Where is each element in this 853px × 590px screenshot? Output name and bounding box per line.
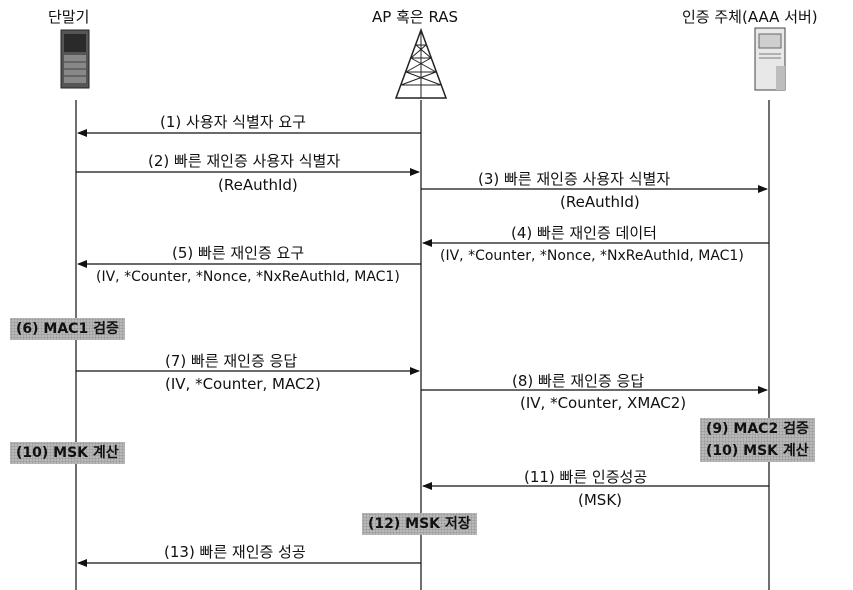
msg-7-label: (7) 빠른 재인증 응답 (165, 352, 298, 370)
msg-13-label: (13) 빠른 재인증 성공 (164, 543, 306, 561)
msg-8-label: (8) 빠른 재인증 응답 (512, 372, 645, 390)
actor-auth-label: 인증 주체(AAA 서버) (682, 8, 818, 26)
actor-terminal-label: 단말기 (48, 8, 90, 26)
msg-2-sub: (ReAuthId) (218, 176, 298, 194)
msg-4-label: (4) 빠른 재인증 데이터 (511, 224, 657, 242)
msg-11-label: (11) 빠른 인증성공 (524, 468, 648, 486)
msg-5-label: (5) 빠른 재인증 요구 (172, 244, 305, 262)
msg-4-sub: (IV, *Counter, *Nonce, *NxReAuthId, MAC1… (440, 248, 744, 264)
msg-11-sub: (MSK) (578, 491, 623, 509)
step-10-auth-box: (10) MSK 계산 (700, 440, 815, 462)
msg-8-sub: (IV, *Counter, XMAC2) (520, 394, 687, 412)
phone-icon (60, 29, 90, 89)
step-9-box: (9) MAC2 검증 (700, 418, 815, 440)
msg-3-label: (3) 빠른 재인증 사용자 식별자 (478, 170, 671, 188)
step-10-terminal-box: (10) MSK 계산 (10, 442, 125, 464)
step-6-box: (6) MAC1 검증 (10, 318, 125, 340)
msg-1-label: (1) 사용자 식별자 요구 (160, 113, 306, 131)
step-12-box: (12) MSK 저장 (362, 513, 477, 535)
msg-7-sub: (IV, *Counter, MAC2) (165, 375, 321, 393)
msg-2-label: (2) 빠른 재인증 사용자 식별자 (148, 152, 341, 170)
msg-5-sub: (IV, *Counter, *Nonce, *NxReAuthId, MAC1… (96, 269, 400, 285)
msg-3-sub: (ReAuthId) (560, 193, 640, 211)
actor-ap-label: AP 혹은 RAS (372, 8, 459, 26)
antenna-tower-icon (394, 27, 448, 99)
server-icon (754, 27, 786, 91)
